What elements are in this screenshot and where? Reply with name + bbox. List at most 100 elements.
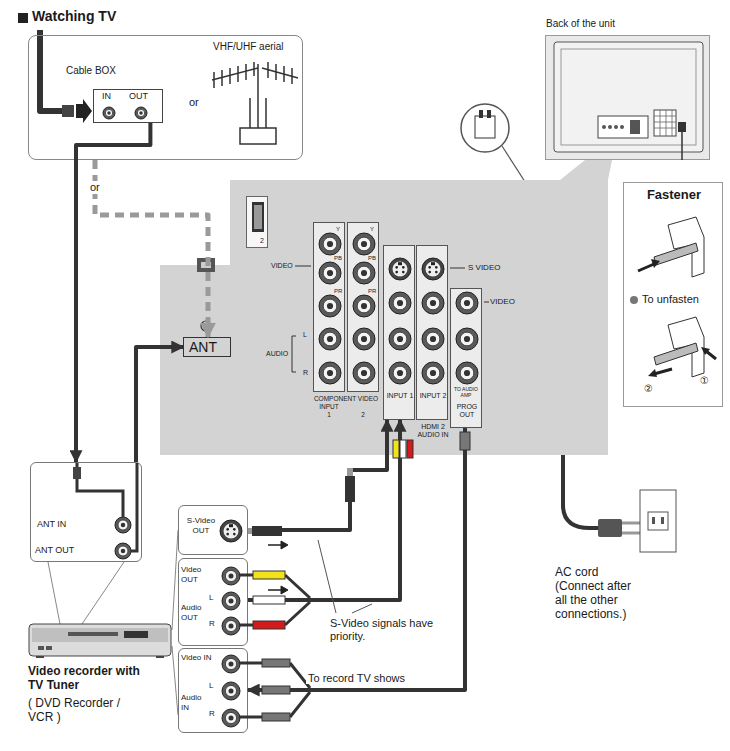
- terminal-name: INPUT: [313, 403, 345, 410]
- fastener-box-drawing: [654, 243, 698, 265]
- hdmi-port-drawing: [254, 205, 262, 229]
- s-video-out-panel-drawing: [226, 528, 229, 531]
- note: S-Video signals have priority.: [330, 617, 458, 643]
- prog-out-column-drawing: [456, 362, 478, 384]
- page-title: Watching TV: [32, 8, 116, 24]
- video-recorder: Video recorder with TV Tuner( DVD Record…: [28, 618, 173, 658]
- component-input-column-drawing: [361, 336, 367, 342]
- av-out-panel-drawing: [228, 573, 233, 578]
- cable-connector: [248, 420, 400, 600]
- aerial: [268, 62, 292, 84]
- av-input-column-drawing: [435, 271, 438, 274]
- prog-out-column-drawing: [456, 292, 478, 314]
- jack-label: Y: [336, 226, 340, 233]
- s-video-plug: [252, 526, 282, 536]
- component-input-column-drawing: [323, 237, 337, 251]
- tv-back-view: Back of the unit: [545, 35, 710, 160]
- component-input-column-drawing: [319, 233, 341, 255]
- antenna-jack-panel-drawing: [73, 467, 81, 479]
- s-video-out-panel-drawing: [220, 520, 242, 542]
- fastener-box: FastenerTo unfasten①②: [623, 182, 723, 407]
- channel-label: R: [209, 709, 215, 718]
- component-input-column-drawing: [361, 270, 367, 276]
- av-in-panel-drawing: [222, 709, 240, 727]
- antenna-jack-panel-drawing: [115, 517, 131, 533]
- av-input-column-drawing: [402, 266, 405, 269]
- jack-group-label: AUDIO: [266, 350, 288, 358]
- cable-box-drawing: [139, 111, 142, 114]
- channel-label: L: [209, 593, 213, 602]
- composite-plug: [253, 596, 285, 604]
- prog-out-column-drawing: [460, 296, 474, 310]
- cable-box-drawing: [105, 109, 112, 116]
- s-video-out-panel-drawing: [179, 506, 249, 556]
- terminal-panel-drawing: [292, 336, 296, 372]
- device-name: Video recorder with TV Tuner: [28, 664, 140, 692]
- port-label: ANT OUT: [35, 545, 74, 555]
- av-out-panel-drawing: [222, 567, 240, 585]
- power-inlet-callout: [479, 110, 483, 118]
- av-input-column-drawing: [426, 296, 440, 310]
- video-recorder-drawing: [36, 656, 44, 658]
- prog-out-column-drawing: [460, 332, 474, 346]
- terminal-name: INPUT 1: [384, 392, 416, 400]
- component-input-column-drawing: [314, 223, 346, 393]
- composite-plug: [400, 440, 406, 458]
- component-input-column-drawing: [319, 295, 341, 317]
- tv-back-view-drawing: [630, 120, 640, 134]
- video-recorder-drawing: [68, 632, 118, 636]
- component-input-column-drawing: [353, 328, 375, 350]
- av-input-column-drawing: [397, 336, 403, 342]
- jack-label: PR: [368, 288, 376, 295]
- ac-cord: [622, 523, 640, 533]
- power-inlet-callout: [461, 104, 509, 152]
- fastener-box-drawing: [654, 343, 698, 365]
- s-video-out-panel-drawing: [233, 528, 236, 531]
- av-out-panel-drawing: [228, 623, 233, 628]
- av-input-column-drawing: [389, 362, 411, 384]
- prog-out-column-drawing: [464, 336, 470, 342]
- power-inlet-callout: [475, 116, 495, 138]
- box-heading: Fastener: [624, 188, 724, 203]
- callout-pointer: [48, 562, 124, 624]
- antenna-jack-panel-drawing: [115, 543, 131, 559]
- tv-back-view-drawing: [561, 49, 696, 145]
- zoom-wedge: [560, 160, 612, 180]
- cable-connector: [95, 160, 208, 337]
- av-input-column-drawing: [398, 262, 402, 265]
- s-video-plug: [347, 468, 353, 476]
- component-input-column-drawing: [319, 262, 341, 284]
- ac-cord: [661, 517, 664, 524]
- tv-back-view-drawing: [654, 110, 676, 136]
- av-input-column-drawing: [402, 271, 405, 274]
- av-out-panel: Video OUTLAudio OUTR: [178, 558, 248, 646]
- prog-out-column-drawing: [464, 370, 470, 376]
- device-name: Cable BOX: [66, 65, 116, 77]
- component-input-column-drawing: [357, 299, 371, 313]
- component-input-column: YPBPR: [347, 222, 379, 392]
- aerial: [240, 128, 276, 144]
- av-input-column-drawing: [426, 332, 440, 346]
- tv-back-view-drawing: [554, 42, 703, 152]
- jack-label: S VIDEO: [468, 263, 500, 272]
- fastener-box-drawing: [701, 347, 710, 355]
- component-input-column-drawing: [319, 328, 341, 350]
- or-note: or: [189, 96, 199, 109]
- fastener-box-drawing: [654, 369, 672, 374]
- aerial: [250, 98, 266, 128]
- s-video-out-panel-drawing: [233, 533, 236, 536]
- port-label: IN: [102, 91, 111, 101]
- terminal-number: 2: [347, 411, 379, 418]
- s-video-out-panel-drawing: [229, 524, 233, 527]
- av-input-column-drawing: [426, 366, 440, 380]
- composite-plug: [393, 440, 399, 458]
- component-input-column-drawing: [327, 241, 333, 247]
- terminal-name: COMPONENT VIDEO: [313, 395, 379, 402]
- port-label: Audio OUT: [181, 603, 211, 623]
- fastener-box-drawing: [630, 296, 638, 304]
- video-recorder-drawing: [28, 618, 173, 658]
- cable-connector: [248, 420, 387, 530]
- ac-cord: [640, 490, 676, 552]
- jack-label: PR: [334, 288, 342, 295]
- port-label: S-Video OUT: [181, 516, 221, 536]
